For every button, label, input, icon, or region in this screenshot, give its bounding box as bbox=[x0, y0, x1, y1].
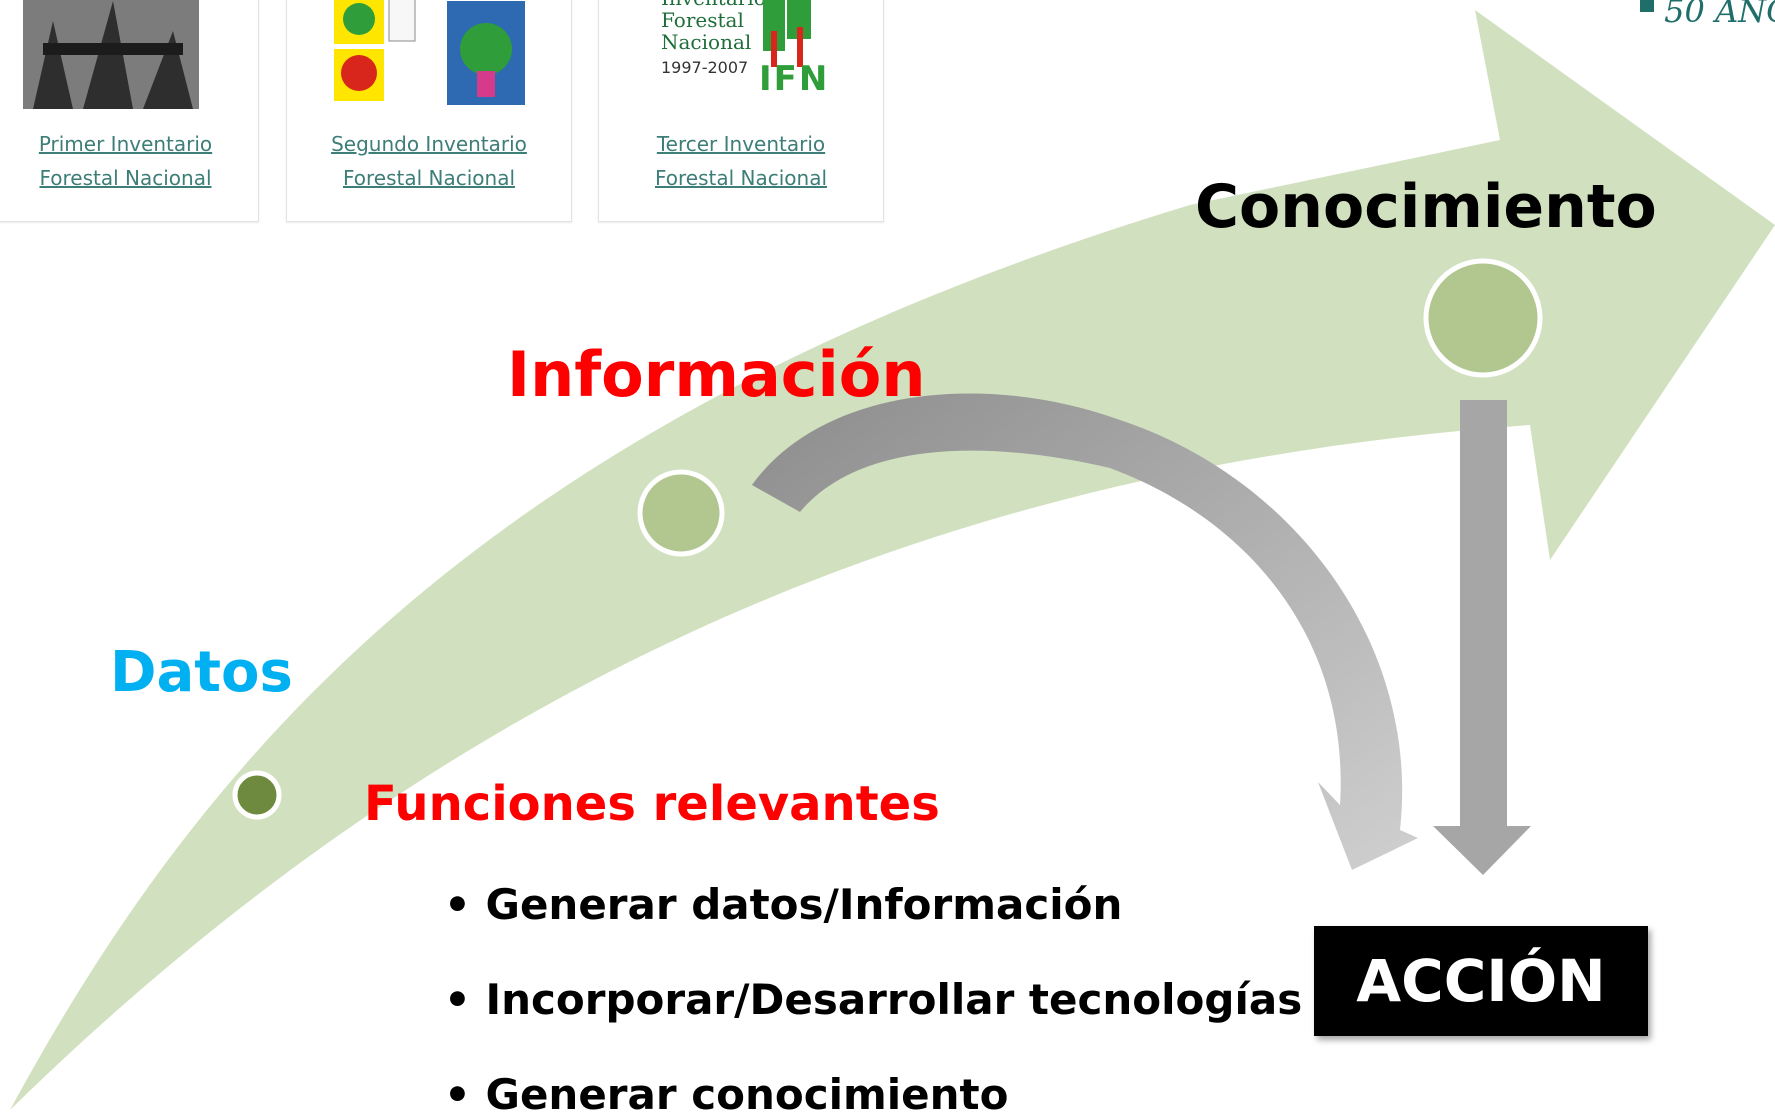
node-informacion bbox=[637, 469, 725, 557]
link-segundo-line1[interactable]: Segundo Inventario bbox=[331, 132, 527, 156]
logo-text: 50 AÑOS bbox=[1664, 0, 1775, 30]
down-grey-arrow bbox=[1433, 400, 1531, 875]
card-segundo-inventario: Segundo Inventario Forestal Nacional bbox=[286, 0, 572, 222]
cover-badge: IFN bbox=[759, 59, 829, 99]
segundo-inventario-cover-image bbox=[329, 0, 529, 109]
anniversary-logo: 50 AÑOS bbox=[1640, 0, 1775, 38]
tercer-inventario-cover-image: Inventario Forestal Nacional 1997-2007 I… bbox=[659, 0, 829, 109]
node-datos bbox=[232, 770, 282, 820]
curved-grey-arrow bbox=[752, 393, 1418, 870]
link-segundo-inventario[interactable]: Segundo Inventario Forestal Nacional bbox=[287, 127, 571, 195]
accion-box: ACCIÓN bbox=[1314, 926, 1648, 1036]
card-primer-inventario: Primer Inventario Forestal Nacional bbox=[0, 0, 259, 222]
funcion-item: • Incorporar/Desarrollar tecnologías bbox=[444, 975, 1303, 1024]
growth-arrow bbox=[10, 10, 1775, 1110]
stage-label-conocimiento: Conocimiento bbox=[1195, 172, 1657, 242]
cover-title-line2: Forestal bbox=[661, 8, 744, 32]
link-primer-line2[interactable]: Forestal Nacional bbox=[39, 166, 212, 190]
funcion-item: • Generar conocimiento bbox=[444, 1070, 1009, 1119]
logo-bar bbox=[1640, 0, 1654, 12]
stage-label-informacion: Información bbox=[507, 338, 926, 411]
link-primer-inventario[interactable]: Primer Inventario Forestal Nacional bbox=[0, 127, 258, 195]
accion-label: ACCIÓN bbox=[1356, 947, 1606, 1015]
primer-inventario-cover-image bbox=[23, 0, 199, 109]
funcion-item: • Generar datos/Información bbox=[444, 880, 1123, 929]
funciones-title: Funciones relevantes bbox=[364, 776, 940, 832]
cover-title-line1: Inventario bbox=[661, 0, 766, 9]
stage-label-datos: Datos bbox=[110, 640, 293, 705]
cover-years: 1997-2007 bbox=[661, 58, 749, 77]
node-conocimiento bbox=[1423, 258, 1543, 378]
cover-title-line3: Nacional bbox=[661, 30, 752, 54]
link-tercer-line2[interactable]: Forestal Nacional bbox=[654, 166, 828, 190]
card-tercer-inventario: Inventario Forestal Nacional 1997-2007 I… bbox=[598, 0, 884, 222]
link-segundo-line2[interactable]: Forestal Nacional bbox=[342, 166, 516, 190]
link-primer-line1[interactable]: Primer Inventario bbox=[38, 132, 213, 156]
link-tercer-line1[interactable]: Tercer Inventario bbox=[656, 132, 826, 156]
link-tercer-inventario[interactable]: Tercer Inventario Forestal Nacional bbox=[599, 127, 883, 195]
